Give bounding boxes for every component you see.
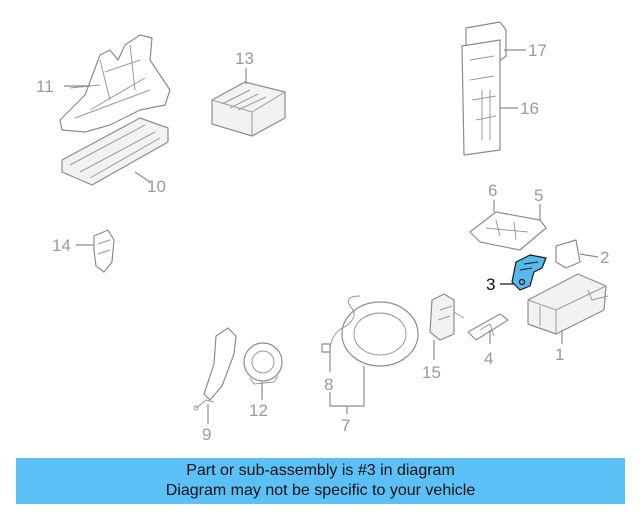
part-12-clock-spring [243,342,283,385]
callout-5: 5 [534,186,543,205]
part-16-curtain-airbag [461,39,501,156]
part-15-sensor [429,293,465,341]
callout-16: 16 [520,99,539,118]
callout-6: 6 [488,181,497,200]
part-8-wire [321,295,361,353]
callout-11: 11 [36,77,54,96]
part-2-cover [555,239,581,269]
caption-line-disclaimer: Diagram may not be specific to your vehi… [165,482,476,499]
part-1-passenger-airbag [527,273,609,335]
callout-1: 1 [555,345,564,364]
callout-8: 8 [324,375,333,394]
part-13-control-module [211,81,286,137]
part-6-bracket [469,211,547,251]
part-3-bracket-highlighted [511,254,547,291]
part-9-pillar-trim [193,327,237,411]
callout-12: 12 [249,401,268,420]
callout-14: 14 [52,236,71,255]
callout-2: 2 [600,248,609,267]
callout-15: 15 [422,363,441,382]
callout-9: 9 [202,425,211,444]
callout-13: 13 [235,49,254,68]
part-7-steering-airbag [341,301,419,367]
parts-diagram: 1 2 3 4 5 6 7 8 9 10 11 12 13 14 15 16 1… [36,21,609,444]
caption-line-part-number: Part or sub-assembly is #3 in diagram [186,462,455,479]
callout-4: 4 [484,349,493,368]
part-11-bracket-frame [59,34,171,133]
callout-10: 10 [147,177,166,196]
part-10-knee-airbag [61,117,169,186]
callout-17: 17 [528,41,547,60]
part-14-sensor [93,229,115,273]
callout-3: 3 [486,275,495,294]
callout-7: 7 [341,416,350,435]
diagram-caption-banner: Part or sub-assembly is #3 in diagram Di… [16,458,625,504]
part-4-bracket [467,313,509,341]
